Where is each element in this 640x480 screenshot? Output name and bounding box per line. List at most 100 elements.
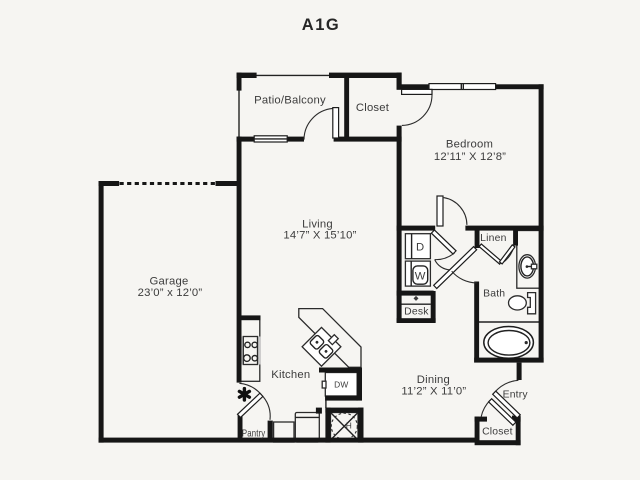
laundry-door-arc2 <box>434 259 451 271</box>
wall <box>474 440 521 446</box>
wall <box>516 362 522 380</box>
bath-door-leaf <box>432 245 478 290</box>
kitchen-label: Kitchen <box>271 369 310 381</box>
pantry-door-arc2 <box>262 396 271 420</box>
wall <box>325 395 358 401</box>
wall <box>325 407 331 443</box>
burner-icon <box>244 341 251 349</box>
wall <box>236 72 242 91</box>
wall <box>215 181 240 186</box>
entry-door-leaf <box>491 390 522 419</box>
garage-label: Garage <box>150 275 189 287</box>
kitchen-fixtures <box>239 307 362 443</box>
dishwasher-knob-icon <box>321 380 327 389</box>
wall <box>333 136 402 142</box>
linen-bifold-leaf <box>498 244 516 265</box>
wall <box>236 136 242 383</box>
pantry-door-leaf <box>236 392 264 419</box>
detail-rect <box>318 343 334 359</box>
stove-side-right <box>257 336 261 365</box>
bathtub-basin <box>487 329 531 356</box>
laundry-door-leaf <box>430 229 457 255</box>
refrigerator-hinge-icon <box>315 407 322 414</box>
sink-drain-icon <box>324 349 328 353</box>
wall <box>98 181 104 443</box>
detail-rect <box>309 334 325 350</box>
labels: A1G Patio/Balcony Closet Bedroom 12’11” … <box>138 16 529 440</box>
wall <box>325 407 364 413</box>
kitchen-faucet-icon <box>327 333 340 346</box>
toilet-tank <box>526 291 537 315</box>
living-dims: 14’7” X 15’10” <box>283 230 356 242</box>
windows <box>253 82 497 143</box>
burner-icon <box>251 354 259 362</box>
bedroom-label: Bedroom <box>446 138 493 150</box>
plan-title: A1G <box>302 16 340 34</box>
wall <box>474 230 480 248</box>
wall <box>98 437 477 443</box>
toilet-bowl <box>507 295 527 311</box>
sink-drain-icon <box>315 340 319 344</box>
laundry-door-arc <box>434 252 455 261</box>
dining-dims: 11’2” X 11’0” <box>401 385 466 397</box>
detail-rect <box>236 392 264 419</box>
wall <box>356 367 362 401</box>
garage-dims: 23’0” x 12’0” <box>138 287 203 299</box>
desk-nook <box>400 295 431 305</box>
wall <box>515 416 521 446</box>
closet-entry-label: Closet <box>482 426 513 437</box>
stove <box>242 335 259 366</box>
note-star-icon <box>237 386 252 402</box>
water-heater-closet <box>329 411 359 441</box>
wall <box>329 72 402 78</box>
wall <box>287 136 304 142</box>
dryer-box <box>404 233 432 260</box>
patio-door-arc <box>303 107 333 140</box>
wall <box>398 84 430 90</box>
wall <box>237 414 243 443</box>
desk-diamond-icon <box>413 295 419 301</box>
detail-rect <box>487 397 517 427</box>
wall <box>396 72 402 90</box>
bedroom-window <box>428 82 497 91</box>
wall <box>513 230 518 246</box>
dishwasher-label: DW <box>334 379 348 389</box>
closet-door-leaf <box>401 88 433 96</box>
detail-rect <box>478 243 503 265</box>
wall <box>98 181 120 186</box>
wall <box>474 281 480 363</box>
wall <box>474 416 487 422</box>
wall <box>396 318 436 323</box>
closet-door-arc <box>401 94 433 126</box>
dining-label: Dining <box>417 374 450 386</box>
wall <box>474 416 480 443</box>
wall <box>236 72 257 78</box>
entry-closet-door-leaf <box>487 397 517 427</box>
sink-faucet-icon <box>530 263 538 270</box>
bedroom-door-leaf <box>436 195 444 227</box>
wall <box>430 291 436 323</box>
linen-bifold-leaf <box>478 243 503 265</box>
bathroom-fixtures <box>476 229 542 360</box>
bath-label: Bath <box>483 289 505 300</box>
washer-label: W <box>415 271 426 283</box>
laundry-stack <box>404 233 432 287</box>
wall <box>396 290 434 296</box>
wall <box>239 315 261 321</box>
wall <box>396 225 436 231</box>
wall <box>538 84 544 363</box>
washer-drum-icon <box>412 265 429 285</box>
linen-label: Linen <box>480 233 506 244</box>
closet-top-label: Closet <box>356 102 390 114</box>
detail-rect <box>432 245 478 290</box>
patio-label: Patio/Balcony <box>254 94 326 106</box>
pantry-label: Pantry <box>242 429 266 440</box>
entry-label: Entry <box>503 390 529 401</box>
dryer-label: D <box>416 242 424 254</box>
detail-rect <box>491 390 522 419</box>
tub-drain-icon <box>524 341 528 345</box>
detail-rect <box>430 229 457 255</box>
wall <box>474 357 544 363</box>
detail-line <box>237 389 252 399</box>
